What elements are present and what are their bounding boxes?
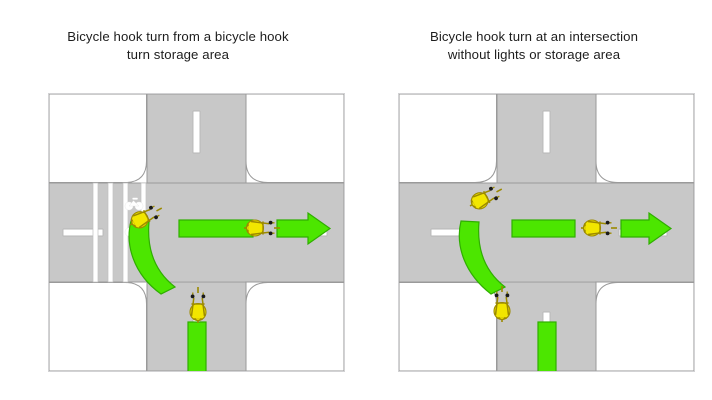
panel-no-lights-no-storage: Bicycle hook turn at an intersection wit… — [356, 0, 712, 400]
lane-line-outer — [92, 182, 99, 283]
kerb-corner-sw — [49, 282, 147, 371]
intersection-diagram-storage-area — [49, 94, 344, 371]
green-bar-crossing — [178, 219, 254, 238]
diagram-frame-no-lights-no-storage — [398, 93, 695, 372]
kerb-corner-sw — [399, 282, 497, 371]
green-bar-southern-approach — [187, 321, 207, 371]
green-curved-path — [128, 220, 177, 295]
green-arrow-exit — [620, 211, 673, 246]
kerb-corner-ne — [595, 94, 694, 183]
panel-title-storage-area: Bicycle hook turn from a bicycle hook tu… — [67, 29, 289, 62]
green-bar-southern-approach — [537, 321, 557, 371]
lane-line-inner — [107, 182, 114, 283]
panel-storage-area: Bicycle hook turn from a bicycle hook tu… — [48, 29, 345, 372]
kerb-corner-nw — [49, 94, 147, 183]
green-arrow-exit — [276, 211, 332, 246]
green-bar-crossing — [511, 219, 576, 238]
kerb-corner-se — [595, 282, 694, 371]
dash-north — [192, 110, 201, 154]
kerb-corner-se — [245, 282, 344, 371]
storage-area-bicycle-pictogram — [124, 197, 144, 211]
diagram-frame-storage-area — [48, 93, 345, 372]
kerb-corner-nw — [399, 94, 497, 183]
panel-title-no-lights-no-storage: Bicycle hook turn at an intersection wit… — [429, 29, 639, 62]
dash-north — [542, 110, 551, 154]
intersection-diagram-no-lights-no-storage — [399, 94, 694, 371]
kerb-corner-ne — [245, 94, 344, 183]
green-curved-path — [458, 220, 507, 295]
